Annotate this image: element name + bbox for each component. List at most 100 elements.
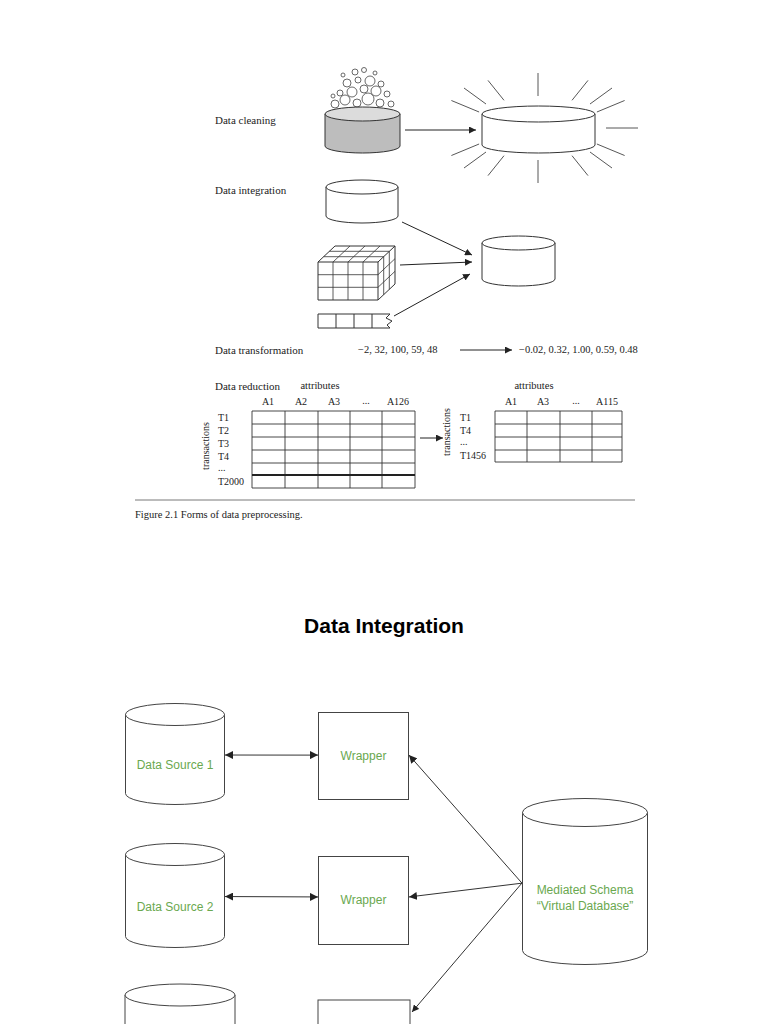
caption-rule <box>135 500 635 501</box>
figure-label: T1 <box>460 413 471 423</box>
node-body: Wrapper <box>319 892 408 908</box>
figure-label: attributes <box>300 381 339 392</box>
cylinder-outline <box>522 798 648 965</box>
table-divider <box>252 474 415 476</box>
figure-caption: Figure 2.1 Forms of data preprocessing. <box>135 509 303 520</box>
figure-label: T4 <box>460 426 471 436</box>
node-body: Data Source 2 <box>125 899 225 915</box>
bubble <box>360 85 368 93</box>
section-heading: Data Integration <box>0 614 768 638</box>
bubble <box>331 100 339 108</box>
figure-label: ... <box>362 396 370 406</box>
process-arrow <box>405 130 476 131</box>
source-cylinder-top <box>326 180 398 194</box>
cylinder-body <box>126 714 225 805</box>
figure-label: transactions <box>201 422 211 470</box>
connector-line <box>412 883 522 1012</box>
cylinder-top <box>126 704 225 726</box>
wrapper-box: Wrapper <box>318 712 409 800</box>
cylinder-body <box>523 812 648 965</box>
figure-label: A115 <box>596 397 618 407</box>
node-label: Wrapper <box>324 748 403 764</box>
figure-label: Data cleaning <box>215 115 276 126</box>
figure-label: A3 <box>328 397 340 407</box>
clean-cylinder-top <box>482 106 595 122</box>
dirty-cylinder-top <box>325 107 400 121</box>
data-table <box>252 411 415 488</box>
connector-arrow <box>409 883 522 897</box>
figure-label: Data transformation <box>215 345 303 356</box>
figure-label: T2 <box>218 426 229 436</box>
connector-arrow <box>409 755 522 883</box>
bubble <box>355 77 361 83</box>
bubble <box>343 79 351 87</box>
figure-label: −2, 32, 100, 59, 48 <box>358 345 437 356</box>
bubble <box>376 99 384 107</box>
flat-file <box>318 314 392 328</box>
bubble <box>388 101 394 107</box>
node-label: Data Source 2 <box>130 899 220 915</box>
process-arrow <box>460 350 512 351</box>
bubble <box>362 68 367 73</box>
figure-label: Data reduction <box>215 381 280 392</box>
cylinder-outline <box>125 843 225 948</box>
process-arrow <box>394 274 470 316</box>
wrapper-box <box>318 1000 410 1024</box>
bubble <box>378 81 384 87</box>
figure-label: A3 <box>537 397 549 407</box>
target-cylinder-top <box>482 236 555 250</box>
bubble <box>337 90 343 96</box>
figure-label: ... <box>572 396 580 406</box>
figure-label: T4 <box>218 452 229 462</box>
cylinder-top <box>126 844 225 866</box>
process-arrow <box>402 222 472 255</box>
figure-label: attributes <box>514 381 553 392</box>
bubble <box>371 86 381 96</box>
connector-arrow <box>225 755 318 756</box>
cylinder-outline <box>125 703 225 805</box>
figure-label: T1 <box>218 413 229 423</box>
bubble <box>341 73 345 77</box>
figure-label: A126 <box>387 397 409 407</box>
figure-label: A1 <box>262 397 274 407</box>
database-cylinder: Mediated Schema “Virtual Database” <box>522 798 648 965</box>
cylinder-top <box>523 799 648 827</box>
node-label: Wrapper <box>324 892 403 908</box>
source-cylinder-top <box>125 984 235 1006</box>
node-body: Wrapper <box>319 748 408 764</box>
figure-label: T3 <box>218 439 229 449</box>
bubbles <box>331 68 394 109</box>
figure-label: Data integration <box>215 185 286 196</box>
figure-label: ... <box>218 463 226 473</box>
bubble <box>384 91 390 97</box>
figure-label: transactions <box>442 408 452 456</box>
shine-rays <box>451 73 638 183</box>
cylinder-body <box>126 854 225 948</box>
bubble <box>365 76 375 86</box>
bubble <box>340 95 350 105</box>
node-body: Mediated Schema “Virtual Database” <box>522 882 648 914</box>
bubble <box>353 99 361 107</box>
bubble <box>352 69 358 75</box>
cube-grid <box>318 246 395 300</box>
figure-label: A1 <box>505 397 517 407</box>
data-cube <box>318 246 395 300</box>
bubble <box>347 87 357 97</box>
node-label: Mediated Schema “Virtual Database” <box>527 882 643 914</box>
figure-label: A2 <box>295 397 307 407</box>
database-cylinder: Data Source 2 <box>125 843 225 948</box>
bubble <box>373 71 377 75</box>
figure-label: −0.02, 0.32, 1.00, 0.59, 0.48 <box>519 345 638 356</box>
connector-arrow <box>225 896 318 897</box>
bubble <box>331 94 335 98</box>
process-arrow <box>400 262 472 265</box>
wrapper-box: Wrapper <box>318 856 409 945</box>
figure-label: T1456 <box>460 451 486 461</box>
figure-label: ... <box>460 437 468 447</box>
reduced-table <box>495 411 622 462</box>
database-cylinder: Data Source 1 <box>125 703 225 805</box>
process-arrow <box>420 438 443 439</box>
node-body: Data Source 1 <box>125 757 225 773</box>
node-label: Data Source 1 <box>130 757 220 773</box>
